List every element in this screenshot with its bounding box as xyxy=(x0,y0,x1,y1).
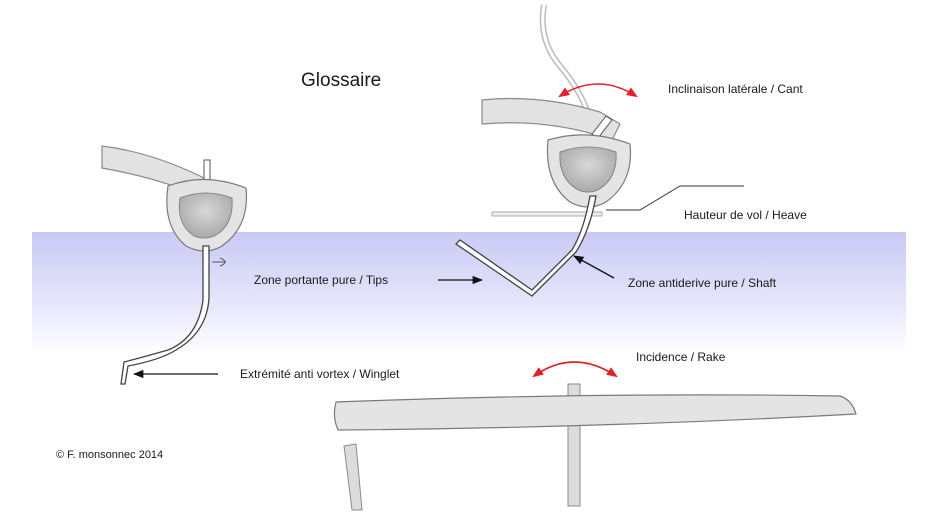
left-foil xyxy=(120,245,226,385)
label-shaft: Zone antiderive pure / Shaft xyxy=(628,276,777,290)
side-hull xyxy=(333,383,857,511)
label-tips: Zone portante pure / Tips xyxy=(254,273,389,287)
cant-arrow xyxy=(558,83,638,98)
shaft-arrow xyxy=(573,255,615,279)
label-rake: Incidence / Rake xyxy=(636,350,726,364)
left-hull-cross-section xyxy=(101,145,248,252)
heave-plate xyxy=(491,211,603,217)
page-title: Glossaire xyxy=(301,70,382,91)
heave-leader-line xyxy=(606,185,744,211)
rake-arrow xyxy=(532,361,618,378)
right-hull-cross-section xyxy=(481,97,632,208)
copyright-text: © F. monsonnec 2014 xyxy=(56,449,164,461)
label-heave: Hauteur de vol / Heave xyxy=(684,208,807,222)
label-winglet: Extrémité anti vortex / Winglet xyxy=(240,367,400,381)
cant-top-curve xyxy=(539,4,593,123)
v-foil xyxy=(454,195,597,297)
label-cant: Inclinaison latérale / Cant xyxy=(668,82,803,96)
